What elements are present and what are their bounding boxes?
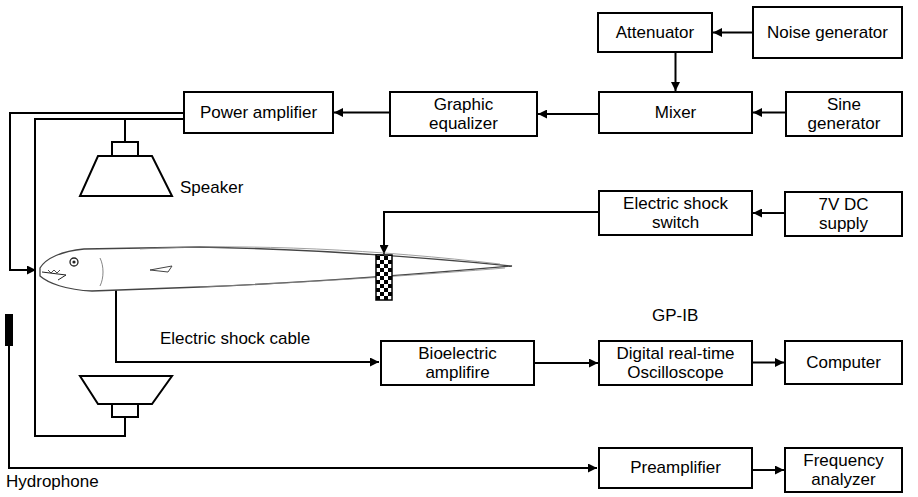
box-label: Electric shock switch [606, 194, 745, 232]
dc-supply-box: 7V DC supply [784, 191, 903, 237]
box-label: Graphic equalizer [397, 95, 530, 133]
text-group: Mixer [655, 103, 697, 122]
hydrophone-symbol [5, 314, 13, 346]
preamplifier-box: Preamplifier [598, 447, 753, 489]
text-group: Attenuator [616, 23, 694, 42]
text-group: Graphic equalizer [397, 95, 530, 133]
box-label: Sine generator [793, 95, 895, 133]
bus-label: GP-IB [650, 306, 700, 326]
shock-cable [116, 284, 379, 362]
attenuator-box: Attenuator [597, 12, 713, 53]
box-label: Digital real-time Oscilloscope [606, 344, 745, 382]
text-group: Frequency analyzer [792, 451, 895, 489]
part-label: Electric shock cable [158, 329, 312, 349]
signal-arrow [753, 362, 784, 364]
box-label: Noise generator [767, 23, 888, 42]
signal-arrow [753, 469, 784, 471]
signal-arrow [334, 112, 389, 114]
text-group: Noise generator [767, 23, 888, 42]
box-label: Mixer [655, 103, 697, 122]
speaker-wire [35, 119, 125, 142]
bioelectric-amplifier-box: Bioelectric amplifire [380, 340, 535, 386]
sine-generator-box: Sine generator [785, 91, 903, 137]
oscilloscope-box: Digital real-time Oscilloscope [598, 340, 753, 386]
signal-arrow [675, 53, 677, 91]
power-amplifier-box: Power amplifier [183, 91, 334, 134]
text-group: 7V DC supply [792, 195, 895, 233]
text-group: Bioelectric amplifire [388, 344, 527, 382]
box-label: Frequency analyzer [792, 451, 895, 489]
signal-arrow [538, 113, 598, 115]
shock-wire [384, 212, 598, 254]
eel-illustration [40, 247, 512, 291]
text-group: Electric shock switch [606, 194, 745, 232]
computer-box: Computer [784, 340, 903, 385]
box-label: 7V DC supply [792, 195, 895, 233]
text-group: Power amplifier [200, 103, 317, 122]
box-label: Bioelectric amplifire [388, 344, 527, 382]
mixer-box: Mixer [598, 91, 753, 134]
equalizer-box: Graphic equalizer [389, 91, 538, 137]
text-group: Sine generator [793, 95, 895, 133]
part-label: Speaker [178, 178, 245, 198]
signal-arrow [713, 32, 752, 34]
text-group: Digital real-time Oscilloscope [606, 344, 745, 382]
speaker-symbol [80, 376, 172, 417]
text-group: Preamplifier [630, 458, 721, 477]
part-label: Hydrophone [4, 472, 101, 492]
box-label: Preamplifier [630, 458, 721, 477]
text-group: Computer [806, 353, 881, 372]
box-label: Computer [806, 353, 881, 372]
signal-arrow [753, 112, 785, 114]
shock-switch-box: Electric shock switch [598, 190, 753, 236]
box-label: Attenuator [616, 23, 694, 42]
box-label: Power amplifier [200, 103, 317, 122]
frequency-analyzer-box: Frequency analyzer [784, 447, 903, 493]
signal-arrow [753, 212, 784, 214]
noise-generator-box: Noise generator [752, 6, 903, 59]
electrode-symbol [376, 255, 392, 300]
signal-arrow [535, 362, 598, 364]
speaker-symbol [80, 142, 172, 196]
